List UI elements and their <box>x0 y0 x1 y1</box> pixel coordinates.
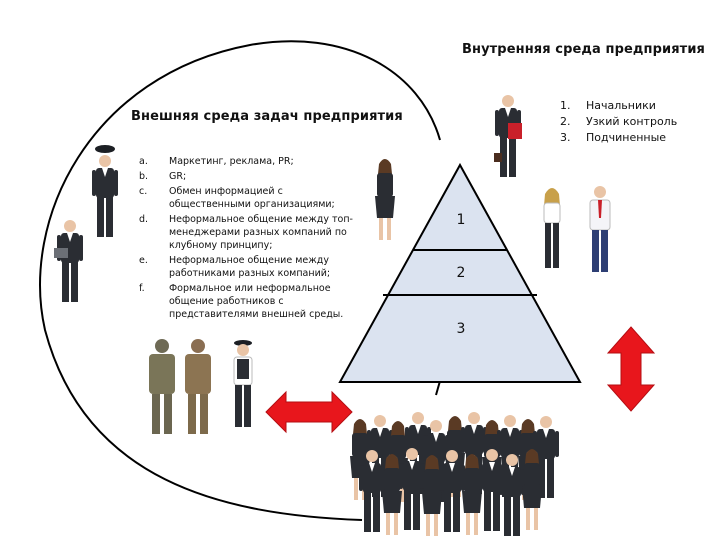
list-marker: e. <box>139 255 148 266</box>
list-item: d. Неформальное общение между топ-менедже… <box>139 213 354 252</box>
vertical-double-arrow <box>606 326 656 412</box>
pilot-figure <box>233 340 253 427</box>
list-item-text: Обмен информацией с общественными органи… <box>169 186 335 210</box>
businesswoman-figure <box>375 159 395 240</box>
list-item-text: Маркетинг, реклама, PR; <box>169 156 294 167</box>
list-item-text: Начальники <box>586 99 656 112</box>
internal-environment-title: Внутренняя среда предприятия <box>462 42 705 57</box>
list-item-text: Подчиненные <box>586 131 667 144</box>
hierarchy-pyramid <box>338 162 582 383</box>
boundary-connector-line <box>435 380 441 396</box>
employee-crowd <box>350 412 559 536</box>
boss-figure <box>494 95 522 177</box>
external-environment-boundary <box>39 40 441 521</box>
list-item: f. Формальное или неформальное общение ра… <box>139 282 354 321</box>
external-tasks-list: a. Маркетинг, реклама, PR; b. GR; c. Обмен … <box>139 155 354 323</box>
list-marker: c. <box>139 186 148 197</box>
manager-figure <box>589 186 611 272</box>
list-marker: 3. <box>560 131 571 144</box>
external-environment-title: Внешняя среда задач предприятия <box>131 109 403 124</box>
list-item: c. Обмен информацией с общественными орга… <box>139 185 354 211</box>
list-item: 1. Начальники <box>560 98 710 114</box>
list-marker: a. <box>139 156 148 167</box>
soldier-figure-2 <box>185 339 211 434</box>
list-marker: 2. <box>560 115 571 128</box>
list-item-text: Неформальное общение между топ-менеджера… <box>169 214 353 251</box>
list-marker: b. <box>139 171 149 182</box>
pyramid-level-2-label: 2 <box>456 265 466 281</box>
internal-hierarchy-list: 1. Начальники 2. Узкий контроль 3. Подчинен… <box>560 98 710 146</box>
list-item-text: GR; <box>169 171 187 182</box>
employee-woman-figure <box>543 188 561 268</box>
list-item: a. Маркетинг, реклама, PR; <box>139 155 354 168</box>
list-item-text: Узкий контроль <box>586 115 678 128</box>
pyramid-level-1-label: 1 <box>456 212 466 228</box>
list-marker: f. <box>139 283 145 294</box>
pyramid-shape <box>338 162 582 383</box>
list-item: 2. Узкий контроль <box>560 114 710 130</box>
list-item: b. GR; <box>139 170 354 183</box>
horizontal-double-arrow <box>265 390 353 434</box>
list-item: e. Неформальное общение между работниками… <box>139 254 354 280</box>
list-item: 3. Подчиненные <box>560 130 710 146</box>
officer-figure <box>92 145 118 237</box>
pyramid-level-3-label: 3 <box>456 321 466 337</box>
list-item-text: Неформальное общение между работниками р… <box>169 255 331 279</box>
list-marker: d. <box>139 214 149 225</box>
list-item-text: Формальное или неформальное общение рабо… <box>169 283 344 320</box>
soldier-figure-1 <box>149 339 175 434</box>
man-with-laptop-figure <box>54 220 83 302</box>
list-marker: 1. <box>560 99 571 112</box>
